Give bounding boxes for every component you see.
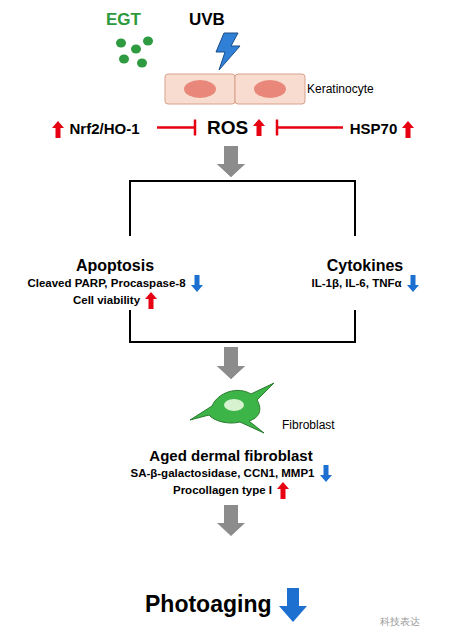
node-title: HSP70 [350,120,398,137]
arrow-shape [402,121,414,138]
text-line: Cleaved PARP, Procaspase-8 [10,275,220,292]
increase-arrow [402,121,414,138]
arrow-shape [320,465,332,482]
flow-connector [130,146,245,236]
cell [235,74,305,104]
increase-arrow [277,482,289,499]
fibroblast-body [190,383,274,433]
inhibition-connector [157,120,195,136]
fibroblast-group: Aged dermal fibroblastSA-β-galactosidase… [60,380,402,500]
bracket-line [130,310,231,342]
arrow-shape [277,482,289,499]
decrease-arrow [191,275,203,292]
ros-node: ROS [200,114,272,141]
node-title: Nrf2/HO-1 [69,120,139,137]
cell-label: Fibroblast [282,418,335,432]
bracket-line [130,181,231,236]
fibroblast-nucleus [224,399,244,411]
egt-dot [116,39,126,48]
node-title: Photoaging [145,591,271,617]
factor-node: Nrf2/HO-1 [38,117,154,140]
egt-dot [137,59,147,68]
arrow-shape [191,275,203,292]
result-node: Photoaging [145,540,305,622]
node-title: Cytokines [327,257,403,274]
egt-dot [143,37,153,46]
decrease-arrow [320,465,332,482]
flow-connector [217,146,355,236]
node-title: ROS [207,117,248,138]
outcome-group: ApoptosisCleaved PARP, Procaspase-8Cell … [10,236,220,310]
arrow-shape [253,119,265,136]
outcome-group: CytokinesIL-1β, IL-6, TNFα [270,236,460,310]
egt-dot [131,45,141,54]
fibroblast-cell [190,383,274,433]
keratinocyte-cells [165,74,305,104]
arrow-shape [407,275,419,292]
egt-dots [116,37,153,68]
inhibition-line [277,126,343,129]
node-detail: Cleaved PARP, Procaspase-8 [27,277,185,289]
bracket-line [231,310,355,342]
flow-arrow [217,505,245,536]
text-line: Aged dermal fibroblast [60,446,402,465]
uvb-lightning [216,33,240,70]
bracket-line [231,181,355,236]
text-line: SA-β-galactosidase, CCN1, MMP1 [60,465,402,482]
node-detail: Cell viability [73,294,140,306]
node-title: Aged dermal fibroblast [149,447,312,464]
increase-arrow [253,119,265,136]
text-line: Apoptosis [10,255,220,275]
nucleus [184,80,216,98]
text-line: Cytokines [270,255,460,275]
node-title: Apoptosis [76,257,154,274]
flow-connector [217,505,245,536]
arrow-shape [52,121,64,138]
text-line: Nrf2/HO-1 [38,119,154,138]
inhibition-bar [194,120,197,136]
text-line: ROS [200,116,272,139]
agent-label: UVB [189,10,225,30]
flow-arrow [217,146,245,177]
text-line: HSP70 [346,119,418,138]
inhibition-line [157,126,195,129]
text-line: Procollagen type I [60,482,402,499]
decrease-arrow [407,275,419,292]
flow-arrow [217,347,245,379]
text-line: IL-1β, IL-6, TNFα [270,275,460,292]
text-line: Photoaging [145,588,305,622]
arrow-shape [145,292,157,309]
flow-arrow [217,347,245,379]
factor-node: HSP70 [346,117,418,140]
cell [165,74,235,104]
node-detail: SA-β-galactosidase, CCN1, MMP1 [130,467,314,479]
arrow-shape [279,588,307,622]
increase-arrow [145,292,157,309]
inhibition-bar [276,120,279,136]
nucleus [254,80,286,98]
text-line: Cell viability [10,292,220,309]
cell-label: Keratinocyte [307,82,374,96]
egt-dot [119,55,129,64]
agent-label: EGT [106,10,141,30]
node-detail: Procollagen type I [173,484,272,496]
flow-connector [217,310,355,379]
inhibition-connector [277,120,343,136]
watermark: 科技表达 [380,616,420,628]
decrease-arrow [279,588,307,622]
flow-arrow [217,146,245,177]
node-detail: IL-1β, IL-6, TNFα [311,277,401,289]
increase-arrow [52,121,64,138]
flow-connector [130,310,245,379]
